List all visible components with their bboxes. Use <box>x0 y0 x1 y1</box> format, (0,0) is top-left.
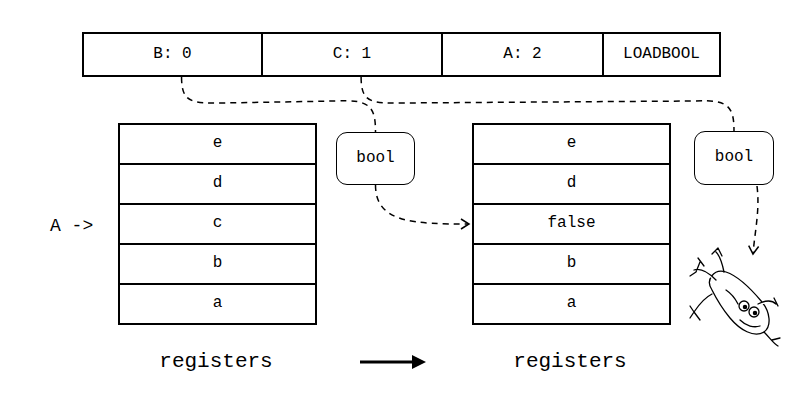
operand-cell: B: 0 <box>82 32 263 77</box>
node-text: LOADBOOL <box>623 46 700 64</box>
caption-label: registers <box>513 350 626 373</box>
value-bubble: bool <box>336 132 415 185</box>
node-text: c <box>213 215 223 233</box>
register-slot: a <box>118 283 317 325</box>
node-text: e <box>567 135 577 153</box>
register-slot: e <box>118 123 317 165</box>
node-text: C: 1 <box>333 46 371 64</box>
node-text: bool <box>356 150 394 168</box>
node-text: false <box>547 215 595 233</box>
node-text: bool <box>715 149 753 167</box>
pointer-label: A -> <box>50 216 93 236</box>
register-slot: d <box>118 163 317 205</box>
node-text: d <box>567 175 577 193</box>
discard-arrow <box>753 186 758 254</box>
operand-cell: C: 1 <box>261 32 443 77</box>
node-text: e <box>213 135 223 153</box>
register-slot: b <box>118 243 317 285</box>
node-text: d <box>213 175 223 193</box>
register-slot: false <box>472 203 671 245</box>
caption-label: registers <box>159 350 272 373</box>
node-text: a <box>213 295 223 313</box>
register-slot: b <box>472 243 671 285</box>
operand-cell: A: 2 <box>441 32 604 77</box>
register-slot: d <box>472 163 671 205</box>
node-text: a <box>567 295 577 313</box>
node-text: b <box>567 255 577 273</box>
transition-arrow <box>360 361 414 364</box>
node-text: B: 0 <box>153 46 191 64</box>
register-slot: e <box>472 123 671 165</box>
node-text: A: 2 <box>503 46 541 64</box>
dashed-connector <box>376 185 470 224</box>
register-slot: c <box>118 203 317 245</box>
frog-illustration <box>690 248 780 346</box>
node-text: b <box>213 255 223 273</box>
opcode-cell: LOADBOOL <box>602 32 721 77</box>
value-bubble: bool <box>694 131 774 185</box>
register-slot: a <box>472 283 671 325</box>
